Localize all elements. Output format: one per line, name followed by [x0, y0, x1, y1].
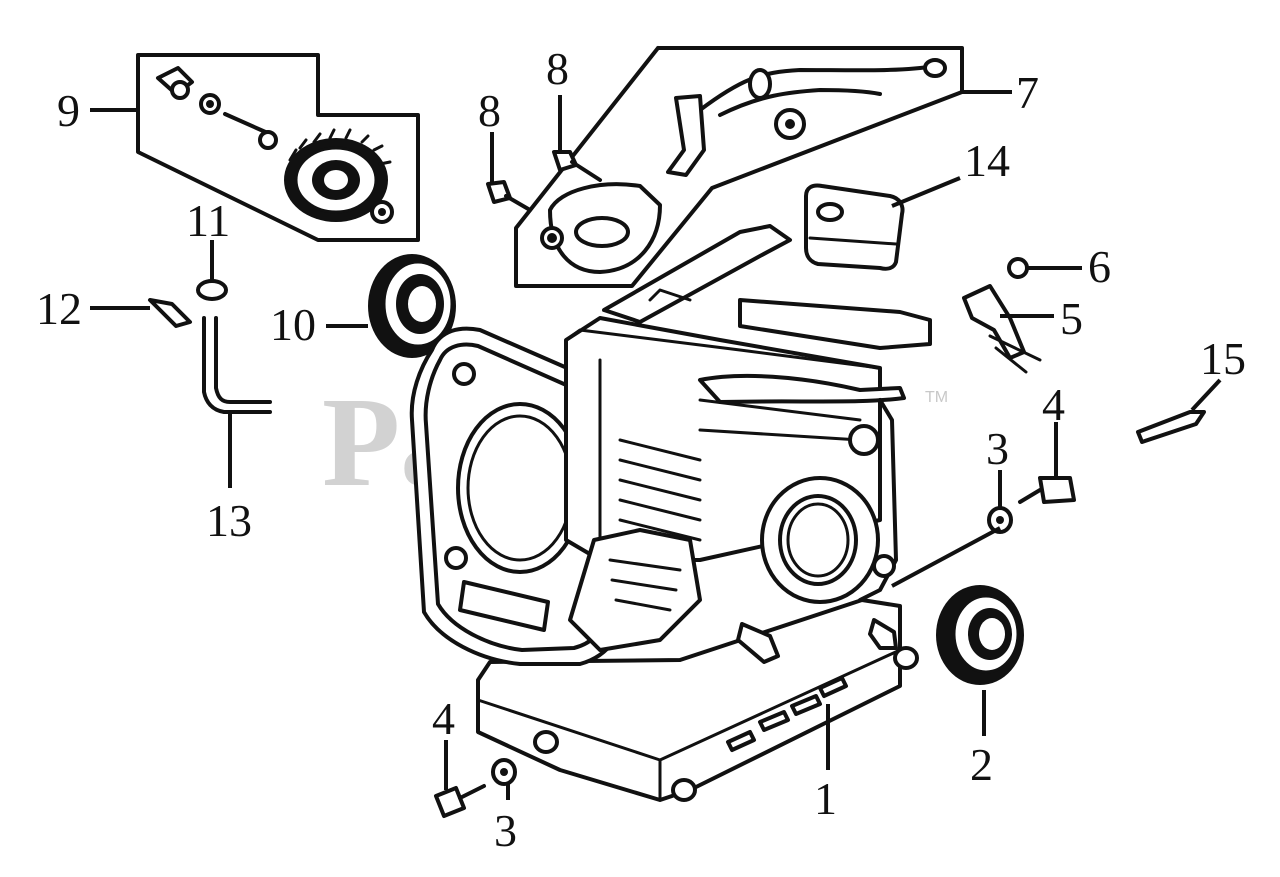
leader-lines [90, 90, 1222, 800]
callout-11: 11 [186, 195, 230, 246]
part-1-crankcase [409, 224, 932, 802]
callout-1: 1 [814, 773, 837, 824]
callout-10: 10 [270, 299, 316, 350]
governor-gear [284, 128, 392, 222]
leader-3a-extension [891, 526, 1001, 588]
part-5-6-bracket [962, 257, 1042, 374]
part-11-13-breather [148, 279, 272, 414]
part-9-governor-assembly [136, 53, 420, 242]
part-3-4-left-fasteners [434, 758, 517, 818]
part-7-frame [514, 46, 964, 288]
callout-15: 15 [1200, 333, 1246, 384]
callout-3a: 3 [986, 423, 1009, 474]
callout-4b: 4 [1042, 379, 1065, 430]
part-9-frame [136, 53, 420, 242]
callout-8a: 8 [546, 43, 569, 94]
callout-6: 6 [1088, 241, 1111, 292]
callout-labels: 9 7 8 8 14 11 12 10 13 6 5 15 4 3 2 1 4 … [36, 43, 1246, 856]
callout-2: 2 [970, 739, 993, 790]
callout-3b: 3 [494, 805, 517, 856]
part-15-pin [1136, 410, 1206, 444]
part-2-oil-seal [936, 585, 1024, 685]
callout-12: 12 [36, 283, 82, 334]
watermark-trademark: TM [925, 389, 948, 406]
callout-4a: 4 [432, 693, 455, 744]
callout-5: 5 [1060, 293, 1083, 344]
part-14-cover [804, 183, 905, 271]
callout-7: 7 [1016, 67, 1039, 118]
leader-14 [891, 176, 961, 208]
callout-9: 9 [57, 85, 80, 136]
part-7-oil-sensor [514, 46, 964, 288]
part-10-bearing [368, 254, 456, 358]
callout-8b: 8 [478, 85, 501, 136]
part-8-bolts [486, 150, 602, 212]
callout-13: 13 [206, 495, 252, 546]
callout-14: 14 [964, 135, 1010, 186]
leader-15 [1190, 378, 1222, 412]
